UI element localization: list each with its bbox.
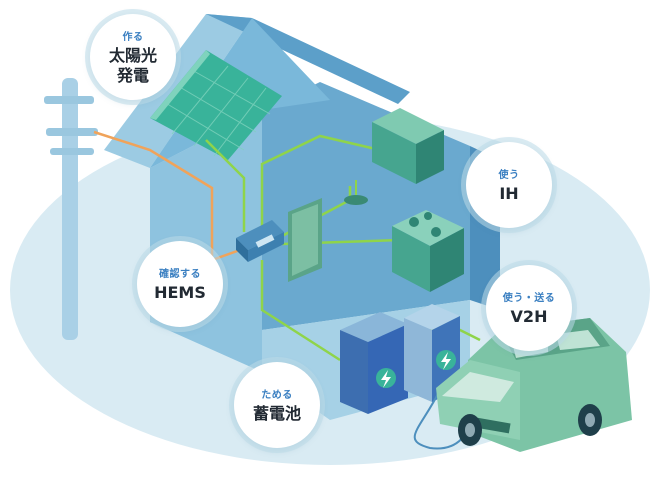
label-ih-main: IH bbox=[499, 184, 519, 203]
label-solar-main-1: 太陽光 bbox=[108, 46, 157, 65]
label-ih-sub: 使う bbox=[498, 170, 520, 181]
utility-pole-icon bbox=[44, 78, 98, 340]
label-hems: 確認する HEMS bbox=[137, 241, 223, 327]
house-back-wall bbox=[262, 82, 470, 330]
lightning-bolt-icon bbox=[381, 370, 391, 388]
air-conditioner-icon bbox=[372, 108, 444, 184]
label-v2h-sub: 使う・送る bbox=[502, 293, 556, 304]
label-hems-main: HEMS bbox=[154, 283, 206, 302]
label-v2h: 使う・送る V2H bbox=[486, 265, 572, 351]
label-v2h-main: V2H bbox=[510, 307, 548, 326]
label-hems-sub: 確認する bbox=[159, 269, 201, 280]
storage-battery-icon bbox=[340, 312, 408, 414]
ih-cooktop-icon bbox=[392, 210, 464, 292]
electric-car-icon bbox=[436, 318, 632, 452]
label-solar-power: 作る 太陽光 発電 bbox=[90, 14, 176, 100]
label-storage-battery: ためる 蓄電池 bbox=[234, 362, 320, 448]
ceiling-light-icon bbox=[344, 180, 368, 205]
interior-door bbox=[288, 198, 322, 282]
label-solar-sub: 作る bbox=[122, 32, 144, 43]
label-battery-sub: ためる bbox=[261, 390, 293, 401]
hems-device-icon bbox=[236, 220, 284, 262]
label-battery-main: 蓄電池 bbox=[252, 404, 301, 423]
solar-panel-icon bbox=[150, 50, 282, 160]
label-ih: 使う IH bbox=[466, 142, 552, 228]
label-solar-main-2: 発電 bbox=[116, 66, 149, 85]
